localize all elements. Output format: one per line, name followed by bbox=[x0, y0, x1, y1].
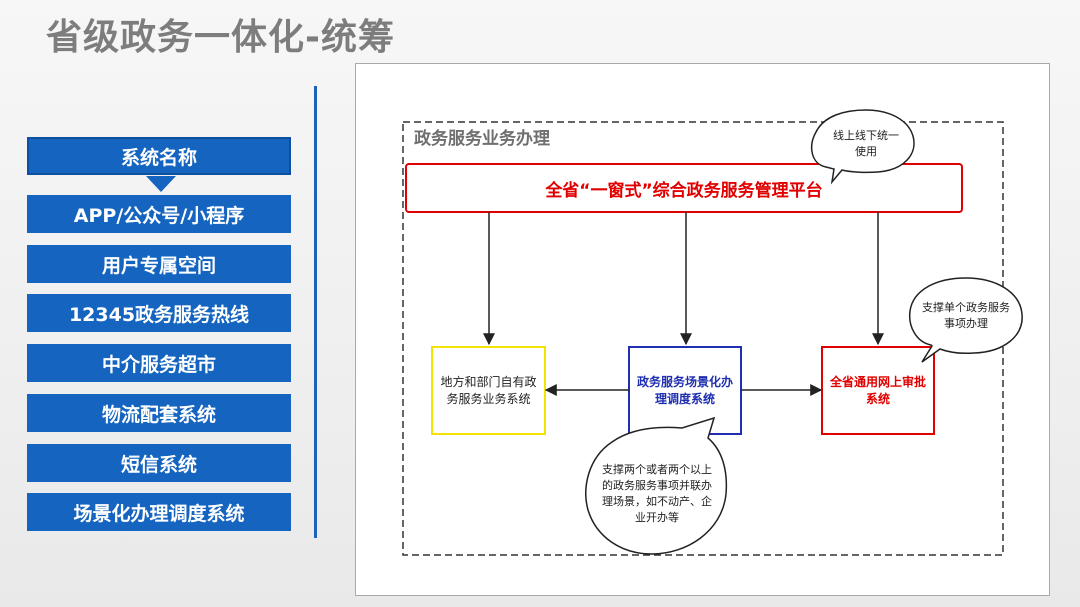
down-arrow-icon bbox=[146, 176, 176, 192]
sidebar-item-logistics[interactable]: 物流配套系统 bbox=[27, 394, 291, 432]
sidebar-item-label: APP/公众号/小程序 bbox=[73, 204, 245, 227]
section-label: 政务服务业务办理 bbox=[414, 129, 550, 149]
sidebar-item-label: 短信系统 bbox=[120, 453, 197, 476]
sidebar-item-system-name[interactable]: 系统名称 bbox=[27, 137, 291, 175]
sidebar-item-app[interactable]: APP/公众号/小程序 bbox=[27, 195, 291, 233]
diagram-canvas bbox=[402, 109, 1023, 556]
right-bubble bbox=[908, 277, 1023, 363]
sidebar-item-scheduling[interactable]: 场景化办理调度系统 bbox=[27, 493, 291, 531]
bottom-bubble-text: 支撑两个或者两个以上的政务服务事项并联办理场景，如不动产、企业开办等 bbox=[602, 463, 712, 524]
sidebar-item-label: 系统名称 bbox=[120, 146, 197, 169]
divider bbox=[314, 86, 317, 538]
center-box-label: 政务服务场景化办理调度系统 bbox=[636, 374, 733, 406]
left-box-label: 地方和部门自有政务服务业务系统 bbox=[440, 374, 537, 406]
sidebar-item-label: 场景化办理调度系统 bbox=[73, 502, 245, 525]
right-box-label: 全省通用网上审批系统 bbox=[829, 374, 926, 406]
top-bubble bbox=[810, 109, 915, 185]
sidebar-item-label: 12345政务服务热线 bbox=[68, 303, 250, 326]
sidebar-item-hotline[interactable]: 12345政务服务热线 bbox=[27, 294, 291, 332]
diagram-panel: 政务服务业务办理 全省“一窗式”综合政务服务管理平台 地方和部门自有政务服务业务… bbox=[355, 63, 1050, 596]
sidebar-item-user-space[interactable]: 用户专属空间 bbox=[27, 245, 291, 283]
sidebar-item-label: 中介服务超市 bbox=[101, 353, 216, 376]
platform-box bbox=[405, 163, 963, 213]
sidebar-item-intermediary[interactable]: 中介服务超市 bbox=[27, 344, 291, 382]
sidebar-item-sms[interactable]: 短信系统 bbox=[27, 444, 291, 482]
right-system-box bbox=[821, 346, 935, 435]
right-bubble-text: 支撑单个政务服务事项办理 bbox=[922, 301, 1010, 330]
sidebar-item-label: 物流配套系统 bbox=[101, 403, 216, 426]
top-bubble-text: 线上线下统一使用 bbox=[833, 129, 899, 158]
left-system-box bbox=[431, 346, 546, 435]
bottom-bubble bbox=[585, 416, 728, 555]
page-title: 省级政务一体化-统筹 bbox=[46, 17, 395, 58]
sidebar-item-label: 用户专属空间 bbox=[101, 254, 216, 277]
platform-label: 全省“一窗式”综合政务服务管理平台 bbox=[545, 180, 823, 201]
